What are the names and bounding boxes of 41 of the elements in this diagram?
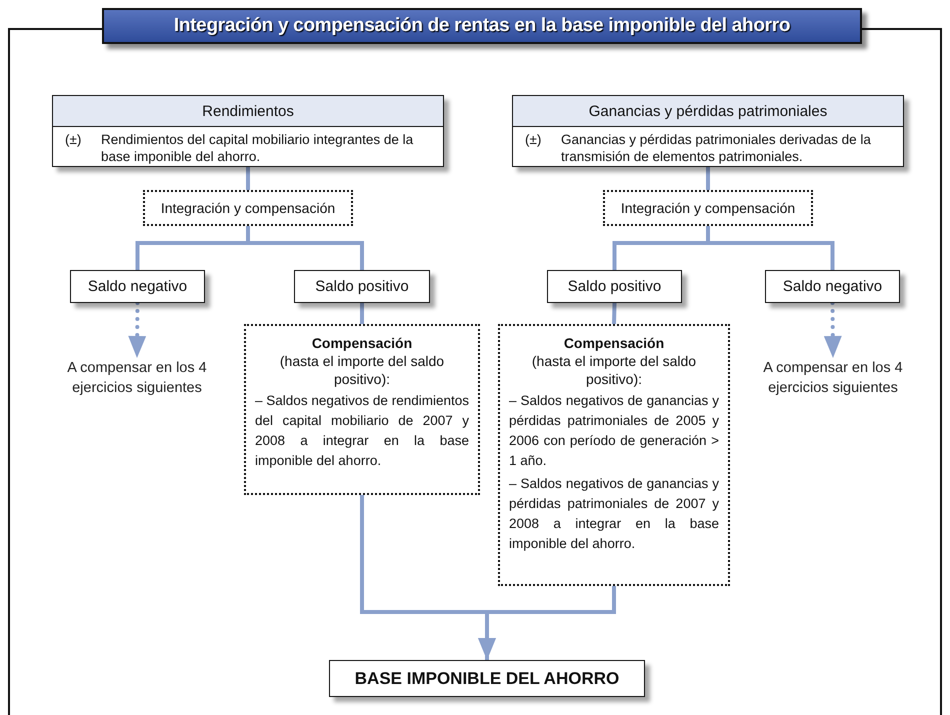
box-heading: Compensación xyxy=(562,334,666,352)
box-label: Saldo positivo xyxy=(315,278,409,295)
box-label: Integración y compensación xyxy=(160,200,336,216)
note-text: A compensar en los 4 ejercicios siguientes xyxy=(44,358,230,400)
box-subheading: (hasta el importe del saldo positivo): xyxy=(278,352,446,388)
process-box xyxy=(70,270,205,303)
box-label: Saldo positivo xyxy=(568,278,662,295)
box-text: Ganancias y pérdidas patrimoniales derivadas de la transmisión de elementos patrimoniales. xyxy=(561,131,872,165)
list-item: – Saldos negativos de ganancias y pérdidas patrimoniales de 2005 y 2006 con período de generación > 1 año. xyxy=(509,392,719,470)
box-label: Integración y compensación xyxy=(620,200,796,216)
dotted-box xyxy=(603,190,813,226)
sign-text: (±) xyxy=(525,131,542,149)
box-label: BASE IMPONIBLE DEL AHORRO xyxy=(354,668,620,688)
box-label: Saldo negativo xyxy=(88,278,188,295)
sign-text: (±) xyxy=(65,131,82,149)
header-box xyxy=(512,95,904,167)
box-text: Rendimientos del capital mobiliario integrantes de la base imponible del ahorro. xyxy=(101,131,414,165)
result-box xyxy=(329,660,645,697)
box-heading: Rendimientos xyxy=(53,96,443,127)
box-heading: Ganancias y pérdidas patrimoniales xyxy=(513,96,903,127)
header-box xyxy=(52,95,444,167)
connector-line xyxy=(246,167,250,190)
arrow xyxy=(128,301,146,360)
process-box xyxy=(547,270,682,303)
arrow xyxy=(478,586,616,660)
connector-line xyxy=(706,167,710,190)
list-item: – Saldos negativos de ganancias y pérdidas patrimoniales de 2007 y 2008 a integrar en la base imponible del ahorro. xyxy=(509,475,719,553)
dotted-box xyxy=(143,190,353,226)
list-item: – Saldos negativos de rendimientos del capital mobiliario de 2007 y 2008 a integrar en la base imponible del ahorro. xyxy=(255,392,469,470)
process-box xyxy=(294,270,430,303)
box-label: Saldo negativo xyxy=(782,278,882,295)
process-box xyxy=(765,270,900,303)
note-text: A compensar en los 4 ejercicios siguientes xyxy=(735,358,931,400)
box-heading: Compensación xyxy=(310,334,414,352)
title-text: Integración y compensación de rentas en la base imponible del ahorro xyxy=(174,15,790,37)
arrow xyxy=(824,301,842,360)
connector-line xyxy=(360,303,364,324)
dotted-box xyxy=(244,324,480,495)
box-subheading: (hasta el importe del saldo positivo): xyxy=(530,352,698,388)
dotted-box xyxy=(498,324,730,586)
connector-line xyxy=(612,302,616,324)
